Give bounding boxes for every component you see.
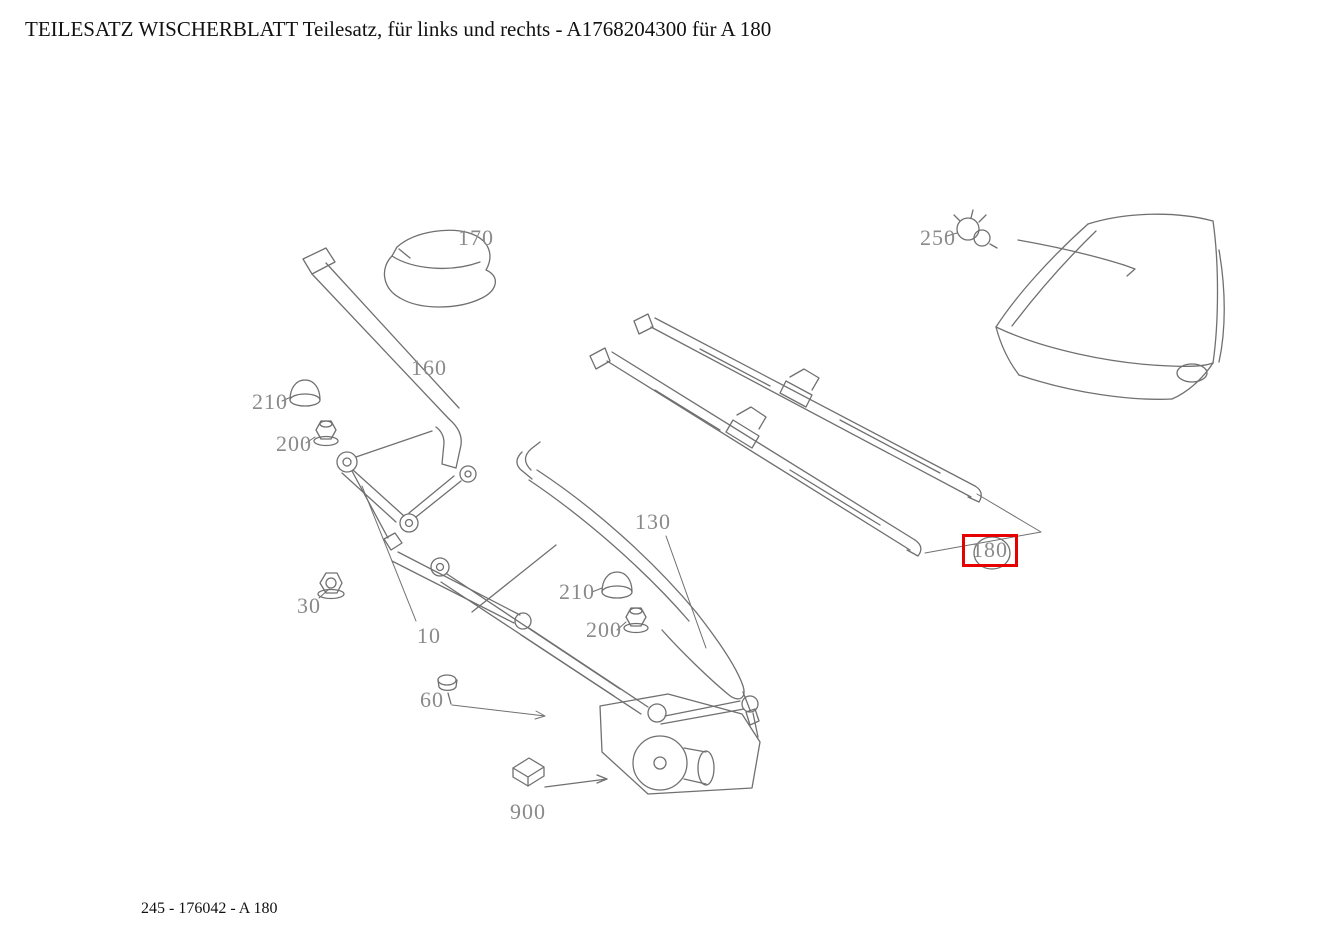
part-label-160[interactable]: 160	[411, 355, 447, 380]
page-title: TEILESATZ WISCHERBLATT Teilesatz, für li…	[25, 17, 772, 42]
wiper-arm-left-drawing	[303, 248, 476, 550]
page-footer: 245 - 176042 - A 180	[141, 900, 278, 917]
part-label-200-left[interactable]: 200	[276, 431, 312, 456]
part-label-10[interactable]: 10	[417, 623, 441, 648]
grommet-180-drawing	[974, 537, 1010, 569]
wiper-blade-lower-drawing	[590, 348, 921, 556]
part-label-60[interactable]: 60	[420, 687, 444, 712]
part-label-900[interactable]: 900	[510, 799, 546, 824]
wiper-blade-upper-drawing	[634, 314, 981, 502]
part-label-30[interactable]: 30	[297, 593, 321, 618]
part-label-250[interactable]: 250	[920, 225, 956, 250]
hex-nut-left-drawing	[314, 421, 338, 446]
car-sketch-drawing	[996, 214, 1224, 399]
flange-nut-drawing	[318, 573, 344, 599]
part-label-130[interactable]: 130	[635, 509, 671, 534]
hex-nut-right-drawing	[624, 608, 648, 633]
wiper-arm-right-drawing	[517, 442, 759, 725]
part-label-210-right[interactable]: 210	[559, 579, 595, 604]
cap-nut-left-drawing	[290, 380, 320, 406]
part-label-170[interactable]: 170	[458, 225, 494, 250]
linkage-frame-drawing	[392, 545, 758, 737]
part-label-180-text: 180	[972, 537, 1008, 562]
part-label-200-right[interactable]: 200	[586, 617, 622, 642]
wiper-on-glass-drawing	[1018, 240, 1135, 276]
cap-nut-right-drawing	[602, 572, 632, 598]
cover-cap-drawing	[384, 230, 495, 307]
leader-lines	[282, 233, 1041, 719]
wiper-motor-drawing	[513, 694, 760, 794]
bolt-drawing	[438, 675, 457, 704]
nozzle-250-drawing	[954, 210, 997, 248]
part-label-210-left[interactable]: 210	[252, 389, 288, 414]
part-label-180-highlighted[interactable]: 180	[962, 534, 1018, 567]
